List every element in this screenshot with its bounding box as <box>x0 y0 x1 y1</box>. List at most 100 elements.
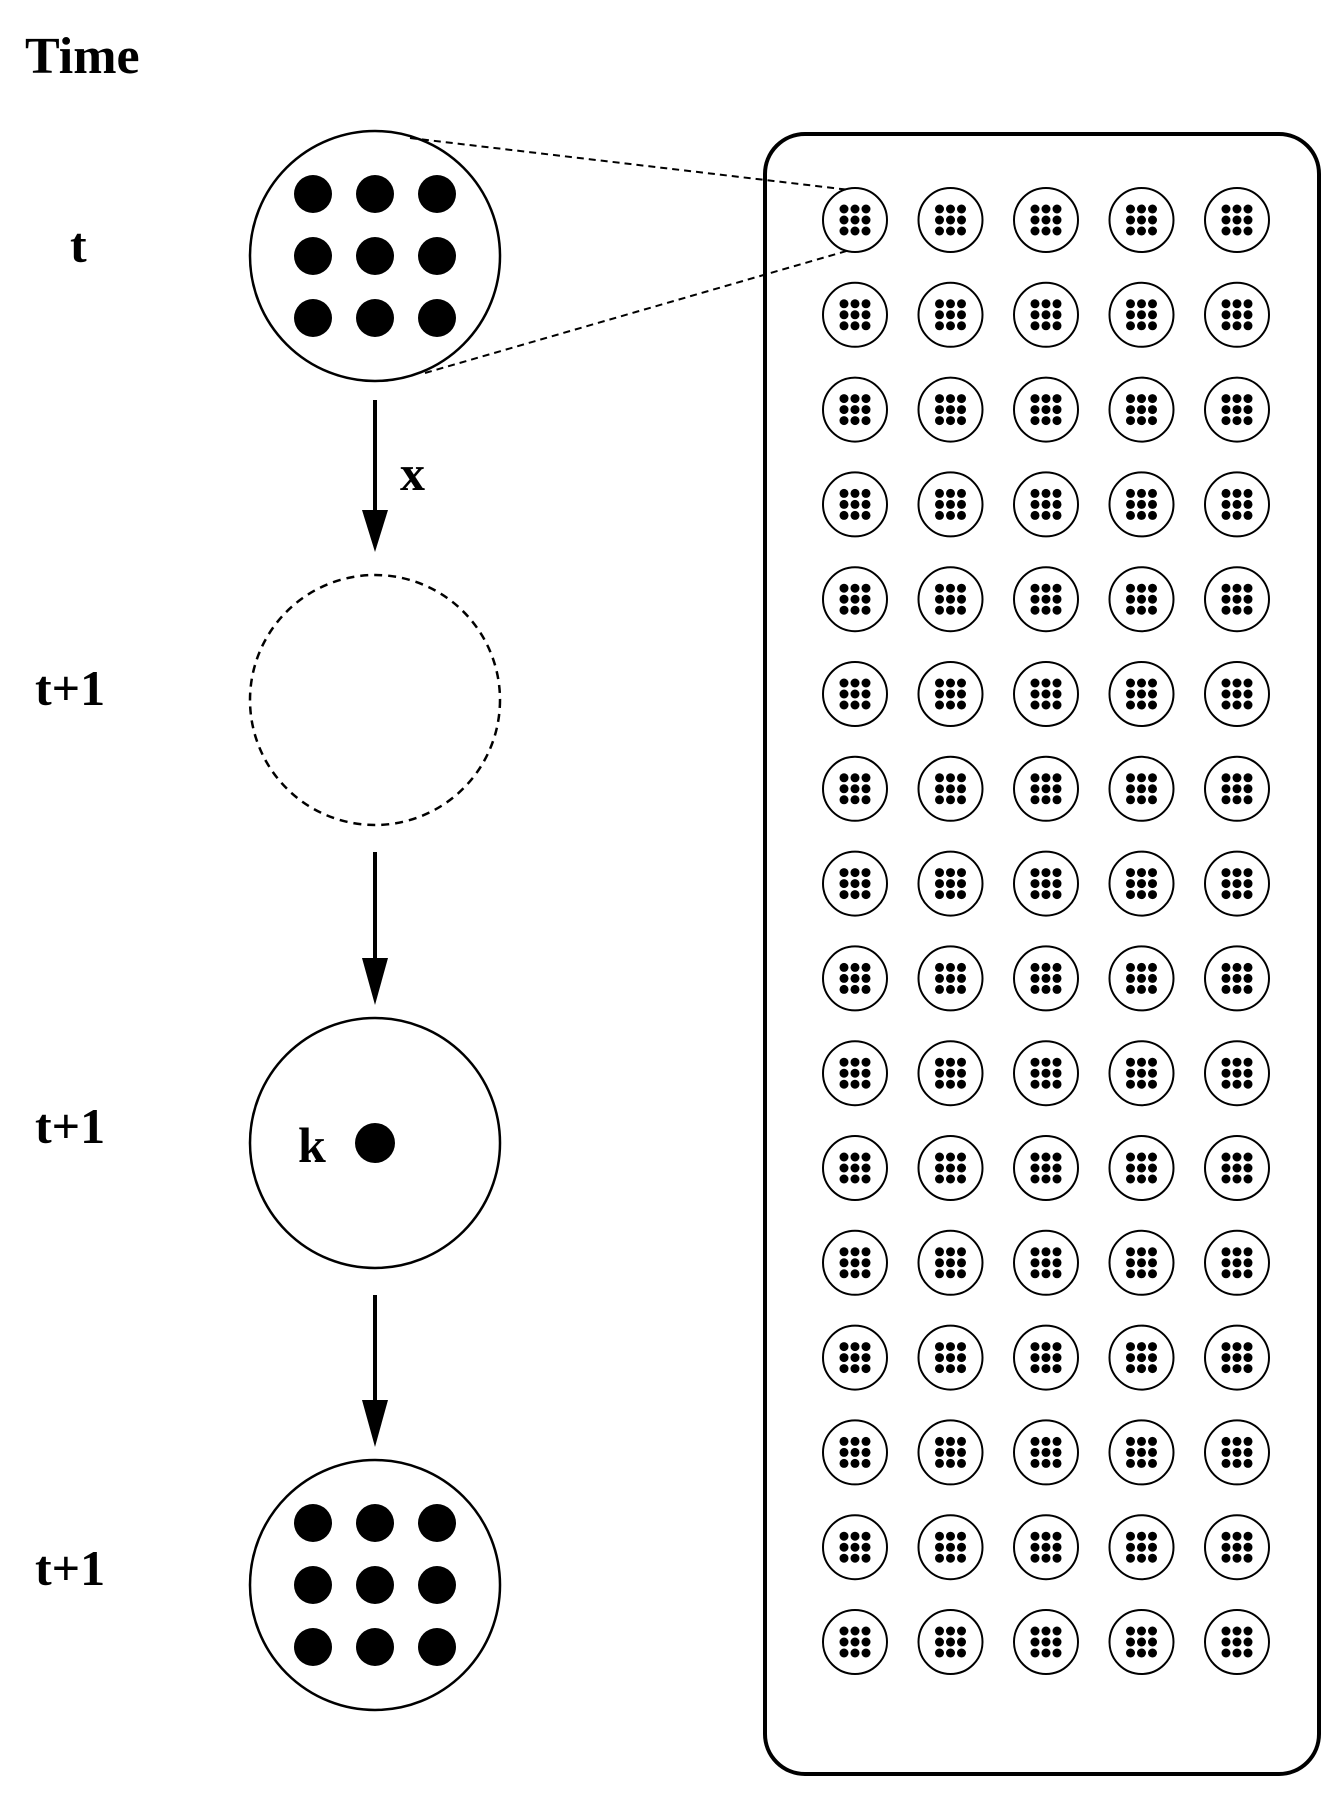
grid-cell <box>1204 1609 1270 1675</box>
grid-cell-dot <box>850 890 860 900</box>
grid-cell-dot <box>861 1342 871 1352</box>
grid-cell-dot <box>1243 868 1253 878</box>
grid-cell-dot <box>1052 1342 1062 1352</box>
grid-cell-circle <box>822 1135 888 1201</box>
grid-cell-dot <box>1052 204 1062 214</box>
grid-cell <box>822 755 888 822</box>
grid-cell-circle <box>1013 1040 1079 1107</box>
grid-cell-circle <box>1108 1514 1175 1581</box>
grid-cell-dot <box>861 1152 871 1162</box>
grid-cell-dot <box>1137 510 1146 520</box>
grid-cell-circle <box>917 376 984 443</box>
grid-cell-dot <box>957 499 966 509</box>
grid-cell-dot <box>1041 1364 1051 1374</box>
grid-cell-dot <box>1052 215 1062 225</box>
grid-cell-dot <box>1052 1174 1062 1184</box>
grid-cell-dot <box>1243 1247 1253 1257</box>
grid-cell-dot <box>935 605 944 615</box>
state-circle-empty-dashed <box>248 573 502 827</box>
grid-cell-dot <box>946 299 955 309</box>
grid-cell-dot <box>1030 1247 1040 1257</box>
grid-cell-dot <box>839 1353 849 1363</box>
dot-label-k: k <box>298 1117 326 1173</box>
state-full-dot <box>356 1504 394 1542</box>
grid-cell-dot <box>1221 405 1231 415</box>
grid-cell <box>1204 281 1270 348</box>
grid-cell-dot <box>1052 973 1062 983</box>
grid-cell-dot <box>1126 394 1135 404</box>
grid-cell-dot <box>1137 700 1146 710</box>
grid-cell-dot <box>1148 879 1157 889</box>
grid-cell-dot <box>946 984 955 994</box>
grid-cell <box>1204 1040 1270 1107</box>
grid-cell-dot <box>1052 394 1062 404</box>
grid-cell-dot <box>1052 488 1062 498</box>
grid-cell-dot <box>850 784 860 794</box>
grid-cell-dot <box>1137 394 1146 404</box>
grid-cell-dot <box>1148 984 1157 994</box>
grid-cell-dot <box>935 1648 944 1658</box>
grid-cell-dot <box>1221 416 1231 426</box>
grid-cell-dot <box>1243 962 1253 972</box>
dot-k <box>355 1123 395 1163</box>
grid-cell-dot <box>1148 321 1157 331</box>
grid-cell-dot <box>1041 868 1051 878</box>
grid-cell-dot <box>1126 879 1135 889</box>
grid-cell-dot <box>1052 594 1062 604</box>
grid-cell-circle <box>1204 1135 1270 1201</box>
grid-cell-dot <box>850 879 860 889</box>
grid-cell-dot <box>839 678 849 688</box>
grid-cell <box>1204 1514 1270 1581</box>
grid-cell <box>822 471 888 538</box>
grid-cell-dot <box>861 1458 871 1468</box>
grid-cell-dot <box>1232 1353 1242 1363</box>
grid-cell-circle <box>917 1419 984 1486</box>
grid-cell-dot <box>850 405 860 415</box>
grid-cell-dot <box>1052 795 1062 805</box>
grid-cell-dot <box>850 1163 860 1173</box>
grid-cell-dot <box>1041 1531 1051 1541</box>
grid-cell-dot <box>1126 689 1135 699</box>
grid-cell <box>917 1229 984 1296</box>
grid-cell-circle <box>917 187 984 253</box>
grid-cell-dot <box>850 594 860 604</box>
grid-cell-dot <box>1221 299 1231 309</box>
grid-cell-dot <box>1232 299 1242 309</box>
grid-cell-dot <box>839 890 849 900</box>
grid-cell-dot <box>1137 1079 1146 1089</box>
grid-cell-circle <box>917 1229 984 1296</box>
grid-cell-dot <box>1041 1648 1051 1658</box>
grid-cell-dot <box>946 1447 955 1457</box>
grid-cell-circle <box>1108 755 1175 822</box>
grid-cell-dot <box>935 510 944 520</box>
grid-cell-circle <box>1204 1419 1270 1486</box>
grid-cell-circle <box>1013 1514 1079 1581</box>
grid-cell-dot <box>1148 1174 1157 1184</box>
grid-cell-dot <box>1137 784 1146 794</box>
grid-cell-dot <box>1041 605 1051 615</box>
grid-cell-dot <box>850 499 860 509</box>
grid-cell-dot <box>1126 1079 1135 1089</box>
grid-cell-dot <box>946 583 955 593</box>
grid-cell-dot <box>935 1342 944 1352</box>
grid-cell-dot <box>1030 678 1040 688</box>
grid-cell-dot <box>1030 868 1040 878</box>
grid-cell-dot <box>861 583 871 593</box>
grid-cell-circle <box>1204 661 1270 727</box>
grid-cell-dot <box>946 310 955 320</box>
state-full-dot <box>356 1566 394 1604</box>
grid-cell-dot <box>839 405 849 415</box>
grid-cell-dot <box>1030 890 1040 900</box>
grid-cell-dot <box>957 416 966 426</box>
grid-cell-dot <box>957 1458 966 1468</box>
grid-cell-circle <box>1108 1609 1175 1675</box>
grid-cell-circle <box>1013 1324 1079 1391</box>
grid-cell-dot <box>1126 868 1135 878</box>
arrow-label-x: x <box>400 445 425 501</box>
grid-cell-dot <box>1243 973 1253 983</box>
grid-cell-dot <box>1243 678 1253 688</box>
grid-cell-dot <box>1041 890 1051 900</box>
grid-cell-dot <box>946 868 955 878</box>
grid-cell-dot <box>1052 1626 1062 1636</box>
grid-cell-dot <box>1041 1163 1051 1173</box>
